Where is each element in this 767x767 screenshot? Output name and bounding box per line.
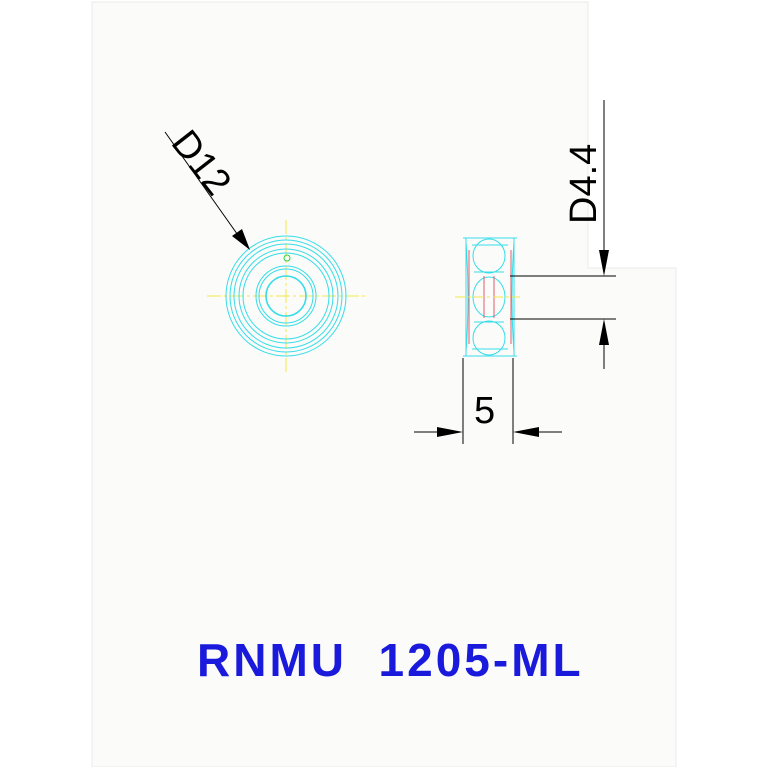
width-label: 5 xyxy=(474,390,495,432)
marker-dot xyxy=(283,254,291,262)
d44-arrowhead-bottom xyxy=(599,319,609,345)
d44-arrowhead-top xyxy=(599,250,609,276)
bearing-circles xyxy=(225,235,347,357)
width-arrowhead-right xyxy=(513,427,539,437)
part-number-title: RNMU 1205-ML xyxy=(197,634,584,686)
width-dimension xyxy=(414,358,562,444)
front-view xyxy=(207,220,365,375)
d12-arrowhead xyxy=(232,229,250,250)
d44-label: D4.4 xyxy=(563,144,605,224)
d12-leader-line xyxy=(164,131,241,239)
d44-dimension xyxy=(510,100,616,369)
side-rollers xyxy=(472,238,506,356)
front-centerlines xyxy=(207,220,365,375)
width-arrowhead-left xyxy=(437,427,463,437)
side-outline xyxy=(463,237,517,357)
paper-area xyxy=(91,1,677,767)
side-view xyxy=(455,237,520,357)
